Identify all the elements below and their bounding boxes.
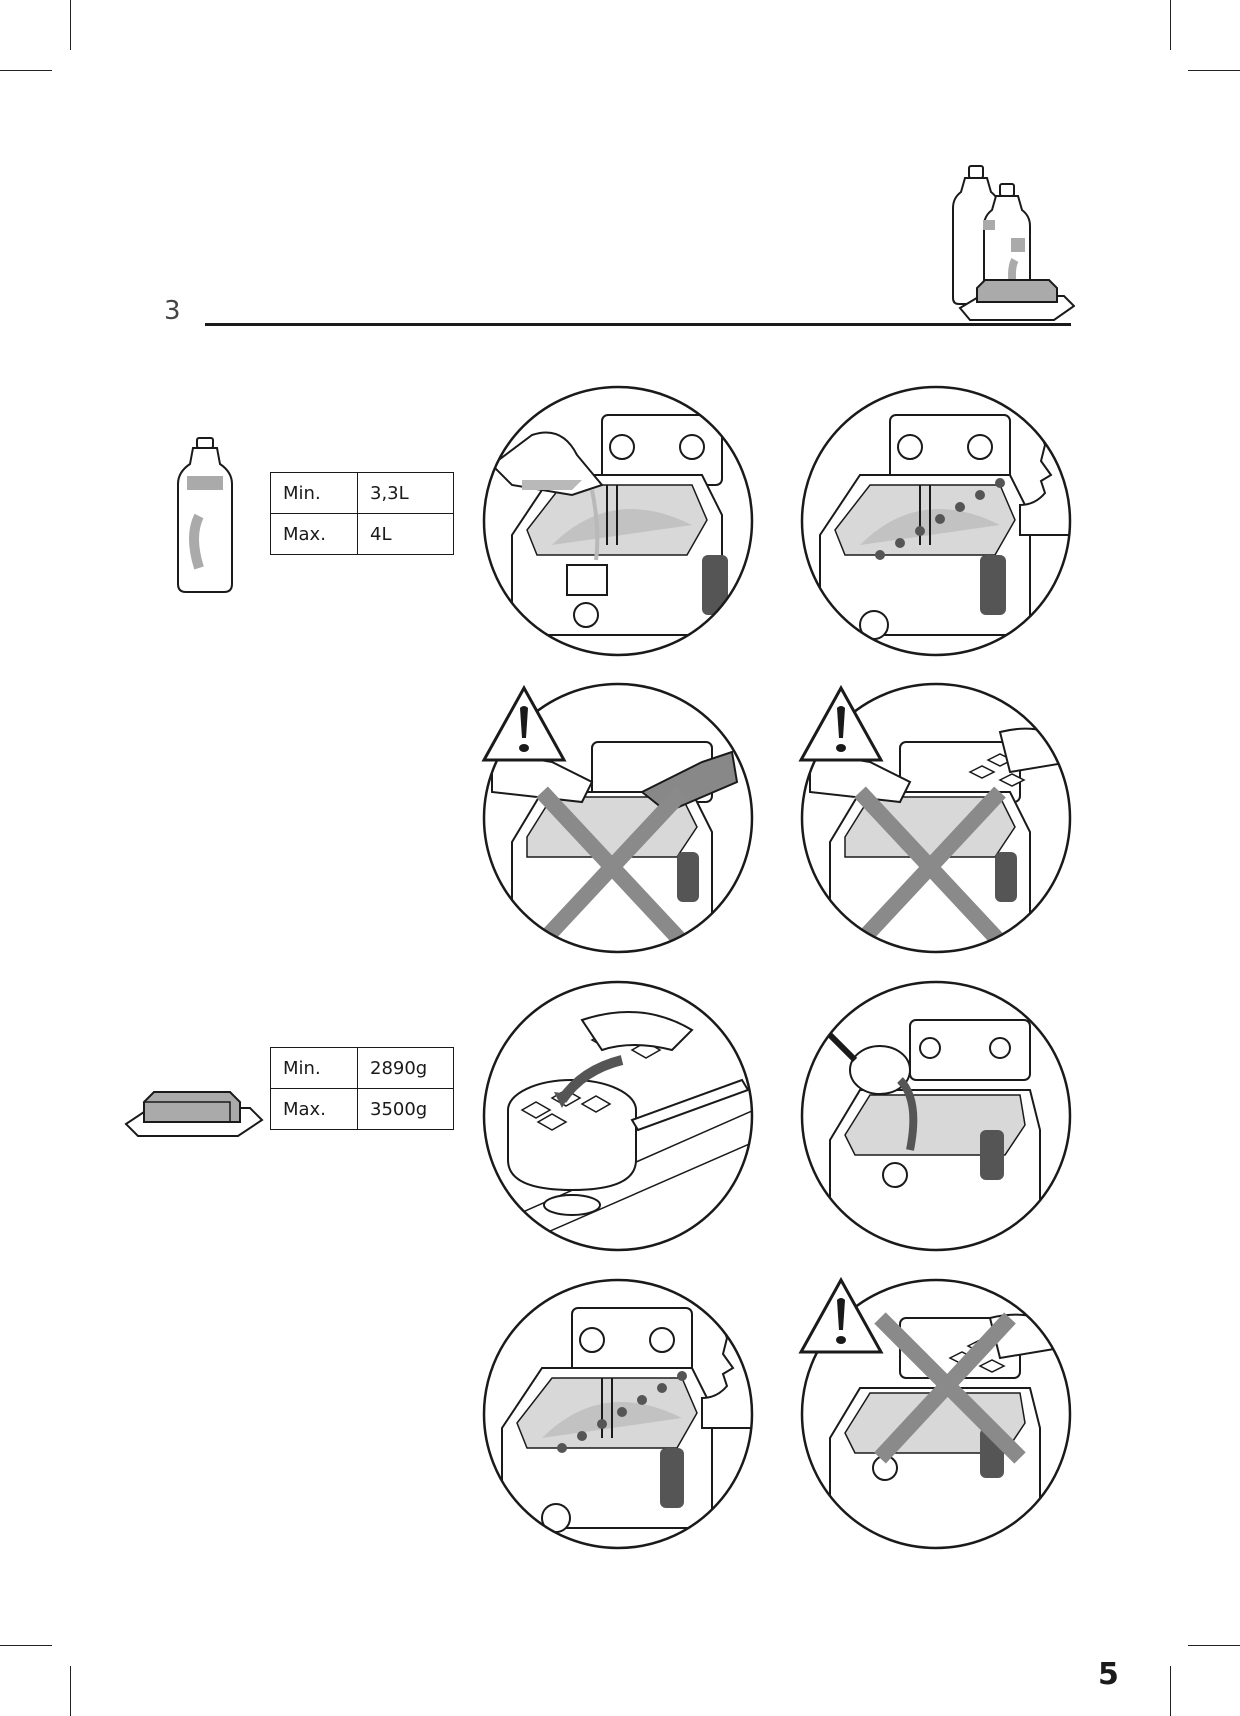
check-oil-level-illustration <box>800 385 1072 657</box>
crop-mark <box>1188 1645 1240 1646</box>
oil-quantity-table: Min. 3,3L Max. 4L <box>270 472 454 555</box>
oil-min-value: 3,3L <box>358 473 454 514</box>
fat-min-label: Min. <box>271 1048 358 1089</box>
check-fat-level-illustration <box>482 1278 754 1550</box>
oil-max-label: Max. <box>271 514 358 555</box>
crop-mark <box>0 70 52 71</box>
table-row: Min. 2890g <box>271 1048 454 1089</box>
fat-max-label: Max. <box>271 1089 358 1130</box>
section-number: 3 <box>164 296 181 326</box>
crop-mark <box>70 1666 71 1716</box>
oil-bottles-fat-block-icon <box>945 160 1075 325</box>
crop-mark <box>0 1645 52 1646</box>
table-row: Max. 3500g <box>271 1089 454 1130</box>
melt-fat-in-pan-illustration <box>482 980 754 1252</box>
section-rule <box>205 323 1071 326</box>
oil-min-label: Min. <box>271 473 358 514</box>
table-row: Min. 3,3L <box>271 473 454 514</box>
fat-quantity-table: Min. 2890g Max. 3500g <box>270 1047 454 1130</box>
page-number: 5 <box>1098 1657 1119 1692</box>
fat-block-icon <box>122 1080 267 1138</box>
crop-mark <box>1188 70 1240 71</box>
warning-icon <box>797 684 885 764</box>
crop-mark <box>1170 0 1171 50</box>
fat-min-value: 2890g <box>358 1048 454 1089</box>
crop-mark <box>70 0 71 50</box>
fat-max-value: 3500g <box>358 1089 454 1130</box>
pour-melted-fat-illustration <box>800 980 1072 1252</box>
warning-icon <box>797 1276 885 1356</box>
oil-bottle-icon <box>175 436 235 596</box>
warning-icon <box>480 684 568 764</box>
oil-max-value: 4L <box>358 514 454 555</box>
crop-mark <box>1170 1666 1171 1716</box>
pour-oil-illustration <box>482 385 754 657</box>
table-row: Max. 4L <box>271 514 454 555</box>
